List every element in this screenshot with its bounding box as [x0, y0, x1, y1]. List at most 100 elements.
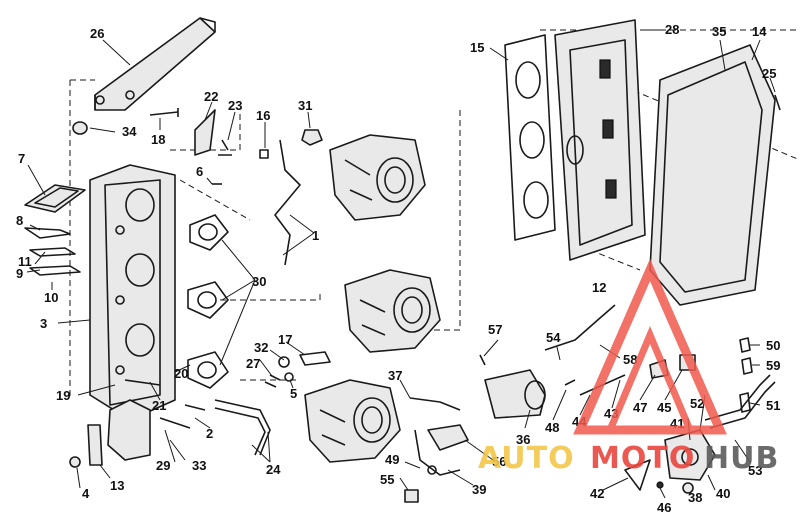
watermark-text: AUTO MOTO HUB	[478, 441, 778, 476]
carburetor-middle	[344, 269, 441, 353]
callout-19: 19	[56, 388, 70, 403]
part-15-gasket	[504, 34, 556, 241]
part-21-fitting	[124, 379, 161, 386]
callout-labels: 26 34 18 22 23 16 31 6 7 8 11 9 10 3 19 …	[16, 22, 780, 515]
callout-16: 16	[256, 108, 270, 123]
part-11-reed	[29, 247, 76, 257]
callout-11: 11	[18, 254, 32, 269]
part-36-primer	[484, 369, 546, 419]
callout-28: 28	[665, 22, 679, 37]
callout-18: 18	[151, 132, 165, 147]
part-27-screw	[264, 374, 281, 388]
callout-14: 14	[752, 24, 767, 39]
callout-4: 4	[82, 486, 90, 501]
part-24-hose-edge	[214, 407, 266, 456]
part-25-screw	[774, 94, 781, 111]
watermark-logo	[573, 258, 727, 435]
callout-12: 12	[592, 280, 606, 295]
part-53-hose-edge	[709, 381, 776, 429]
part-46-ring	[656, 481, 664, 489]
callout-30: 30	[252, 274, 266, 289]
part-29-bracket	[107, 399, 151, 461]
part-28-cover	[554, 19, 646, 261]
callout-33: 33	[192, 458, 206, 473]
part-54-hose	[544, 304, 616, 351]
callout-24: 24	[266, 462, 281, 477]
callout-40: 40	[716, 486, 730, 501]
part-49-clamp	[427, 465, 437, 475]
part-4-bolt	[69, 456, 81, 468]
part-13-plate	[87, 424, 103, 466]
callout-17: 17	[278, 332, 292, 347]
callout-45: 45	[657, 400, 671, 415]
callout-21: 21	[152, 398, 166, 413]
callout-7: 7	[18, 151, 25, 166]
part-57-screw	[479, 354, 486, 366]
callout-48: 48	[545, 420, 559, 435]
part-37-hose	[409, 397, 461, 411]
part-32-washer	[278, 356, 290, 368]
logo-inner-triangle-icon	[604, 325, 696, 434]
callout-51: 51	[766, 398, 780, 413]
part-1-linkage	[274, 139, 301, 266]
part-38-fitting	[682, 482, 694, 494]
carburetor-upper	[329, 134, 426, 221]
callout-46: 46	[657, 500, 671, 515]
callout-2: 2	[206, 426, 213, 441]
callout-59: 59	[766, 358, 780, 373]
callout-25: 25	[762, 66, 776, 81]
part-51-clamp	[739, 392, 751, 413]
part-55-bolt	[404, 489, 419, 503]
part-3-intake-manifold	[89, 164, 176, 421]
watermark-moto: MOTO	[590, 441, 695, 476]
callout-1: 1	[312, 228, 319, 243]
part-34-cap	[72, 121, 88, 135]
callout-49: 49	[385, 452, 399, 467]
callout-15: 15	[470, 40, 484, 55]
callout-54: 54	[546, 330, 561, 345]
callout-10: 10	[44, 290, 58, 305]
callout-47: 47	[633, 400, 647, 415]
callout-5: 5	[290, 386, 297, 401]
part-50-clamp	[739, 337, 751, 353]
callout-42: 42	[590, 486, 604, 501]
callout-23: 23	[228, 98, 242, 113]
callout-50: 50	[766, 338, 780, 353]
callout-22: 22	[204, 89, 218, 104]
callout-52: 52	[690, 396, 704, 411]
callout-27: 27	[246, 356, 260, 371]
callout-3: 3	[40, 316, 47, 331]
callout-6: 6	[196, 164, 203, 179]
callout-8: 8	[16, 213, 23, 228]
callout-13: 13	[110, 478, 124, 493]
callout-38: 38	[688, 490, 702, 505]
callout-55: 55	[380, 472, 394, 487]
part-39-hose	[414, 429, 461, 476]
part-14-airbox	[649, 44, 776, 306]
callout-37: 37	[388, 368, 402, 383]
callout-39: 39	[472, 482, 486, 497]
part-7-reed-block	[24, 184, 86, 213]
part-33-screw	[159, 417, 191, 429]
callout-35: 35	[712, 24, 726, 39]
callout-20: 20	[174, 366, 188, 381]
callout-32: 32	[254, 340, 268, 355]
part-30-gaskets	[187, 214, 229, 389]
part-17-bracket	[299, 351, 331, 366]
carburetor-lower	[304, 379, 401, 463]
part-59-clamp	[741, 357, 753, 375]
part-9-reed	[29, 265, 81, 276]
part-31-nut	[301, 129, 323, 146]
part-56-bracket	[427, 424, 469, 451]
callout-29: 29	[156, 458, 170, 473]
part-26-bracket	[94, 17, 216, 111]
callout-34: 34	[122, 124, 137, 139]
watermark-auto: AUTO	[478, 441, 575, 476]
part-8-reed	[24, 227, 71, 239]
callout-26: 26	[90, 26, 104, 41]
part-24-hose	[214, 399, 271, 456]
part-22-clip	[194, 109, 216, 156]
part-5-washer	[284, 372, 294, 382]
